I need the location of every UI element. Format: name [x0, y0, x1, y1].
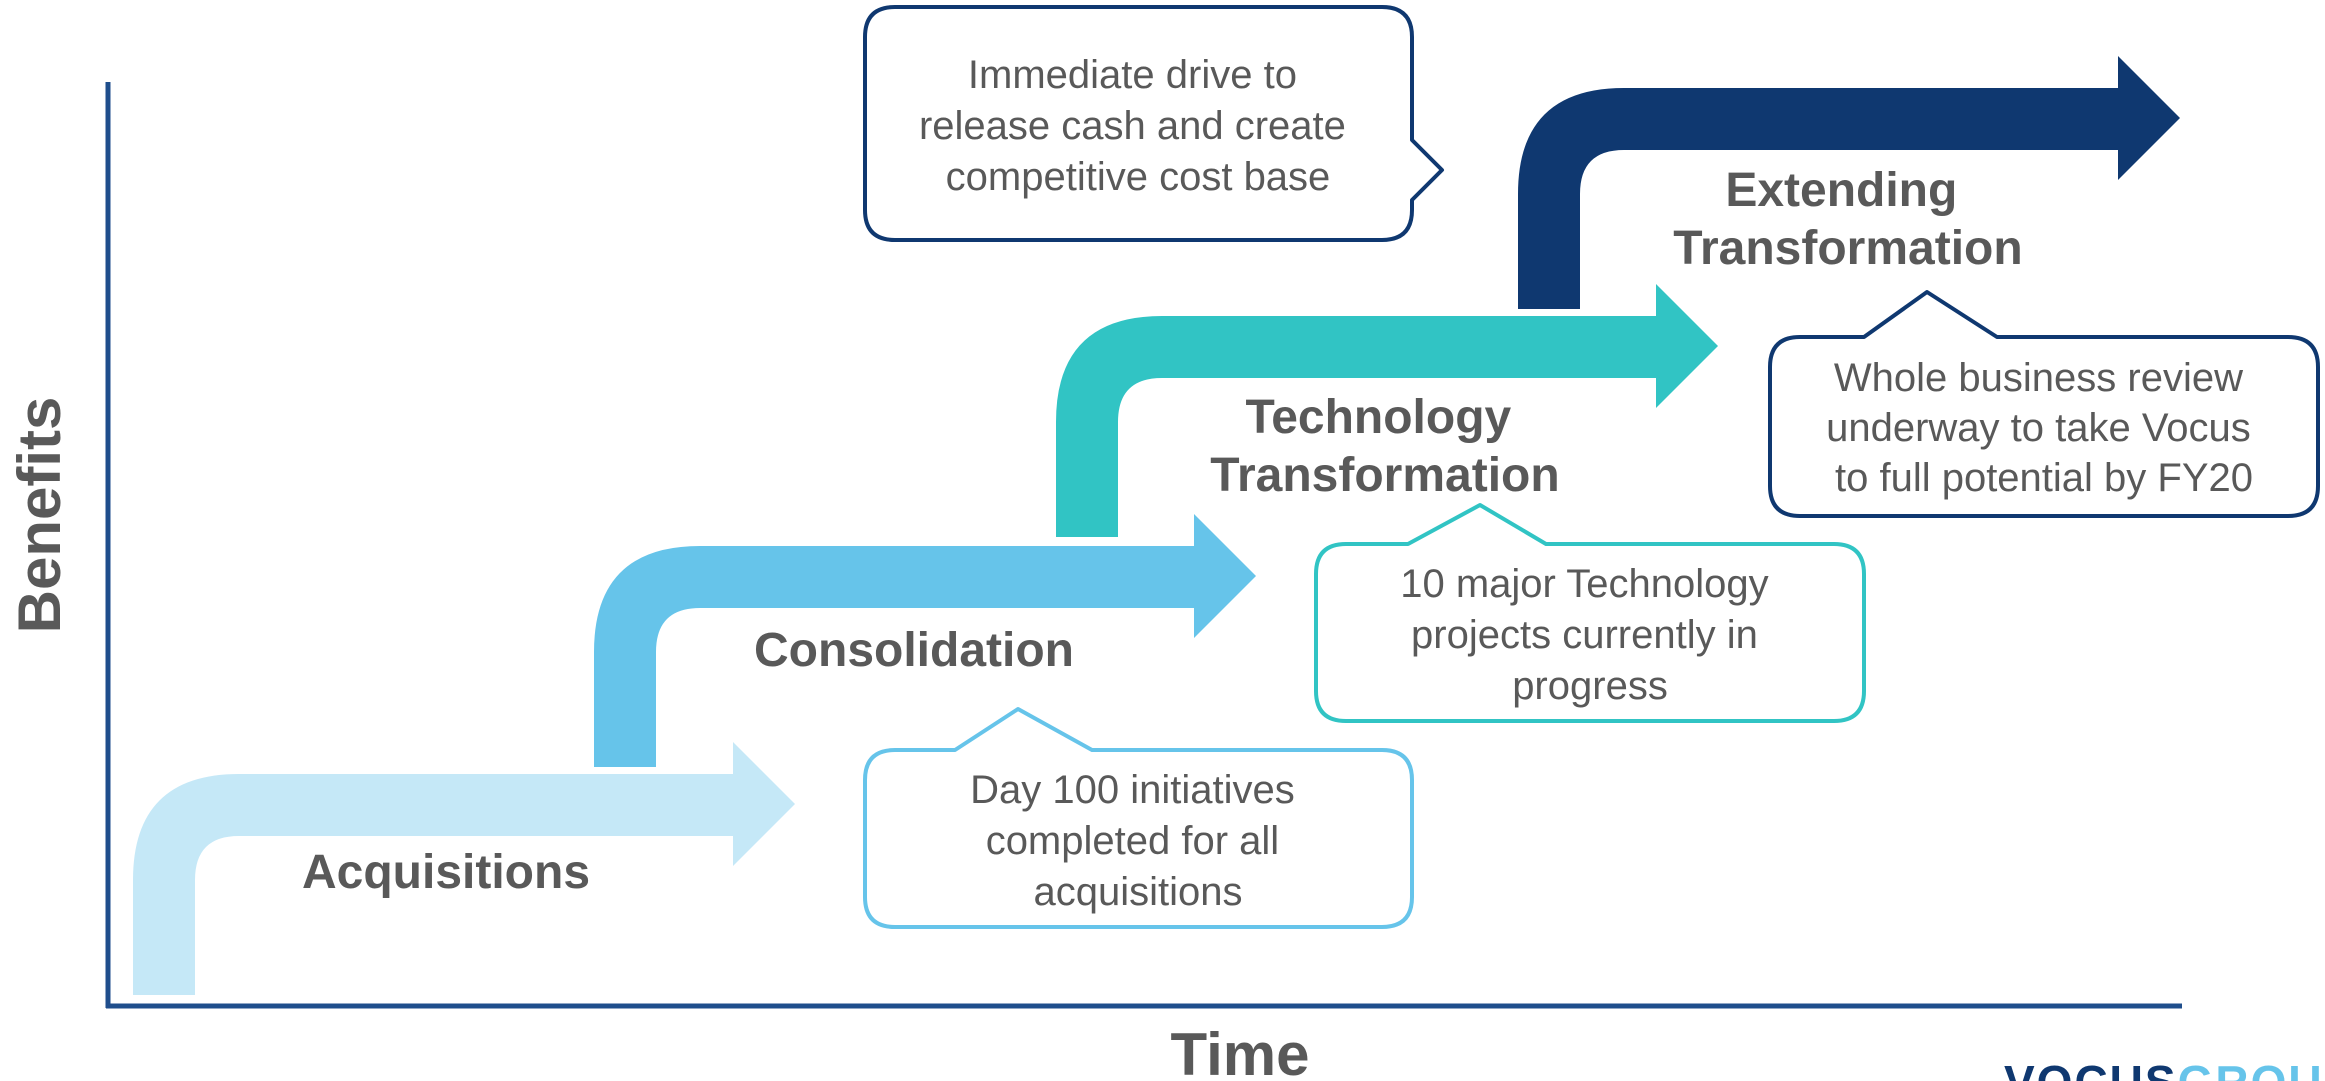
callout-day-100 — [863, 707, 1414, 929]
stage-label-extending-transformation: Extending Transformation — [1673, 164, 2022, 275]
callout-technology-projects — [1314, 503, 1866, 723]
callout-technology-projects-text: 10 major Technology projects currently i… — [1400, 562, 1780, 708]
acquisitions-arrow — [133, 742, 795, 995]
technology-transformation-arrow — [1056, 284, 1718, 537]
y-axis-title: Benefits — [6, 397, 73, 634]
stage-label-acquisitions: Acquisitions — [302, 846, 590, 899]
callout-day-100-text: Day 100 initiatives completed for all ac… — [970, 768, 1306, 914]
callout-business-review-text: Whole business review underway to take V… — [1826, 356, 2262, 500]
logo-part-group: GROUP — [2178, 1056, 2325, 1081]
callout-cash-cost-base — [863, 5, 1444, 242]
logo-part-vocus: VOCUS — [2004, 1056, 2178, 1081]
callout-business-review — [1768, 290, 2320, 518]
extending-transformation-arrow — [1518, 56, 2180, 309]
vocus-group-logo: VOCUSGROUP — [2004, 1056, 2325, 1081]
stage-label-consolidation: Consolidation — [754, 624, 1074, 677]
callout-cash-cost-base-text: Immediate drive to release cash and crea… — [919, 53, 1357, 199]
stage-label-technology-transformation: Technology Transformation — [1210, 391, 1559, 502]
x-axis-title: Time — [1171, 1021, 1310, 1081]
consolidation-arrow — [594, 514, 1256, 767]
